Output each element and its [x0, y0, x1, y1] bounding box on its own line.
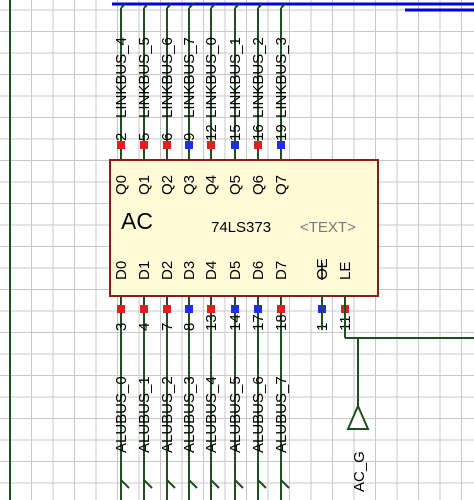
- pin-state-marker: [231, 141, 239, 149]
- alu-bus-entry: [210, 479, 220, 489]
- pin-name: Q5: [227, 175, 244, 195]
- pin-number: 5: [136, 133, 153, 141]
- pin-name: Q3: [181, 175, 198, 195]
- link-bus-entry: [166, 3, 172, 9]
- pin-number: 9: [181, 133, 198, 141]
- alu-bus-entry: [257, 479, 267, 489]
- chip-body[interactable]: [109, 159, 379, 297]
- pin-name: Q6: [250, 175, 267, 195]
- pin-state-marker: [140, 305, 148, 313]
- alu-net-label: ALUBUS_6: [250, 376, 267, 453]
- link-net-label: LINKBUS_3: [273, 37, 290, 118]
- link-bus-entry: [188, 3, 194, 9]
- pin-state-marker: [207, 141, 215, 149]
- alu-net-label: ALUBUS_7: [273, 376, 290, 453]
- link-net-label: LINKBUS_7: [181, 37, 198, 118]
- pin-name: D0: [113, 261, 130, 280]
- pin-number: 12: [203, 124, 220, 141]
- link-bus-entry: [257, 3, 263, 9]
- pin-number: 18: [273, 314, 290, 331]
- pin-name: D6: [250, 261, 267, 280]
- pin-name: D3: [181, 261, 198, 280]
- pin-name: D1: [136, 261, 153, 280]
- link-net-label: LINKBUS_4: [113, 37, 130, 118]
- pin-number: 2: [113, 133, 130, 141]
- pin-name: Q1: [136, 175, 153, 195]
- alu-net-label: ALUBUS_0: [113, 376, 130, 453]
- link-net-label: LINKBUS_2: [250, 37, 267, 118]
- alu-bus-entry: [166, 479, 176, 489]
- pin-wires: [120, 3, 290, 500]
- pin-name: D4: [203, 261, 220, 280]
- pin-number: 15: [227, 124, 244, 141]
- terminal-arrow-icon[interactable]: [346, 403, 370, 430]
- pin-number: 19: [273, 124, 290, 141]
- alu-net-label: ALUBUS_2: [159, 376, 176, 453]
- pin-state-marker: [117, 305, 125, 313]
- alu-bus-entry: [188, 479, 198, 489]
- pin-state-marker: [185, 305, 193, 313]
- pin-state-marker: [277, 305, 285, 313]
- pin-name: Q0: [113, 175, 130, 195]
- pin-state-marker: [117, 141, 125, 149]
- alu-bus-entry: [234, 479, 244, 489]
- chip-pins: LINKBUS_4 2Q0 LINKBUS_5 5Q1 LINKBUS_6 6Q2 LINK…: [113, 37, 354, 453]
- link-net-label: LINKBUS_0: [203, 37, 220, 118]
- pin-state-marker: [207, 305, 215, 313]
- pin-name: Q2: [159, 175, 176, 195]
- link-bus-entry: [210, 3, 216, 9]
- alu-net-label: ALUBUS_4: [203, 376, 220, 453]
- link-bus-entry: [234, 3, 240, 9]
- pin-name: D2: [159, 261, 176, 280]
- pin-state-marker: [185, 141, 193, 149]
- pin-number: 7: [159, 323, 176, 331]
- chip-designator: AC: [121, 208, 153, 234]
- link-bus-entry: [280, 3, 286, 9]
- pin-number: 17: [250, 314, 267, 331]
- pin-state-marker: [231, 305, 239, 313]
- pin-name: D5: [227, 261, 244, 280]
- pin-name: Q4: [203, 175, 220, 195]
- pin-state-marker: [140, 141, 148, 149]
- chip-part-number: 74LS373: [211, 219, 271, 236]
- link-net-label: LINKBUS_5: [136, 37, 153, 118]
- link-net-label: LINKBUS_1: [227, 37, 244, 118]
- pin-name: D7: [273, 261, 290, 280]
- pin-number: 3: [113, 323, 130, 331]
- link-bus-entry: [120, 3, 126, 9]
- link-bus-entry: [143, 3, 149, 9]
- pin-number: 14: [227, 314, 244, 331]
- pin-state-marker: [254, 141, 262, 149]
- link-net-label: LINKBUS_6: [159, 37, 176, 118]
- pin-state-marker: [277, 141, 285, 149]
- pin-number: 8: [181, 323, 198, 331]
- pin-number: 6: [159, 133, 176, 141]
- alu-bus-entry: [120, 479, 130, 489]
- chip-text-placeholder: <TEXT>: [300, 219, 356, 236]
- alu-net-label: ALUBUS_1: [136, 376, 153, 453]
- terminal-label: AC_G: [351, 451, 368, 492]
- alu-bus-entry: [280, 479, 290, 489]
- pin-state-marker: [163, 305, 171, 313]
- pin-number: 16: [250, 124, 267, 141]
- pin-number: 4: [136, 323, 153, 331]
- pin-state-marker: [254, 305, 262, 313]
- pin-number: 13: [203, 314, 220, 331]
- pin-state-marker: [163, 141, 171, 149]
- pin-name: Q7: [273, 175, 290, 195]
- alu-bus-entry: [143, 479, 153, 489]
- pin-name: LE: [337, 262, 354, 280]
- alu-net-label: ALUBUS_5: [227, 376, 244, 453]
- alu-net-label: ALUBUS_3: [181, 376, 198, 453]
